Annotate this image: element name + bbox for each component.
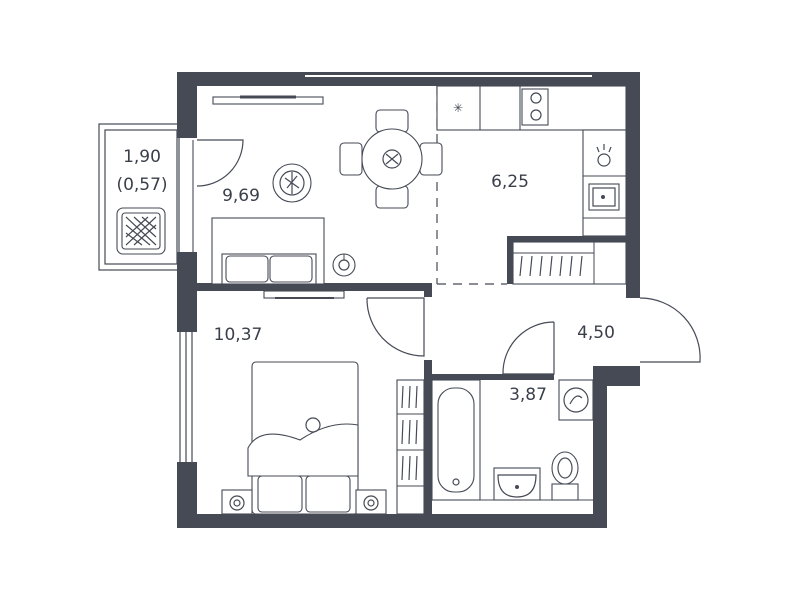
svg-text:✳: ✳ xyxy=(453,101,463,115)
stove-icon xyxy=(521,88,549,126)
plant-icon xyxy=(272,163,312,203)
nightstand-icon xyxy=(221,489,253,515)
toilet-icon xyxy=(551,451,579,501)
washbasin-icon xyxy=(493,467,541,501)
washing-machine-icon xyxy=(558,379,594,421)
bathroom-area: 3,87 xyxy=(509,385,547,405)
wardrobe-icon xyxy=(512,241,627,285)
bathroom: 3,87 xyxy=(431,379,594,501)
sofa-icon xyxy=(211,217,325,285)
balcony-area-sub: (0,57) xyxy=(116,175,167,195)
nightstand-icon xyxy=(355,489,387,515)
kitchen: ✳ 6,25 xyxy=(436,85,627,237)
bathtub-icon xyxy=(431,379,481,501)
armchair-icon xyxy=(116,207,166,255)
hallway: 4,50 xyxy=(366,297,701,375)
living-area: 9,69 xyxy=(222,186,260,206)
wardrobe-icon xyxy=(396,379,425,515)
dining-table-icon xyxy=(339,109,443,209)
bedroom: 10,37 xyxy=(214,290,425,515)
hallway-area: 4,50 xyxy=(577,323,615,343)
balcony-area: 1,90 xyxy=(123,147,161,167)
double-bed-icon xyxy=(247,361,359,515)
bedroom-area: 10,37 xyxy=(214,325,263,345)
tap-icon xyxy=(596,144,612,167)
kitchen-area: 6,25 xyxy=(491,172,529,192)
lamp-icon xyxy=(332,253,356,277)
walls xyxy=(177,72,640,528)
tv-icon xyxy=(263,290,345,299)
tv-icon xyxy=(212,95,324,105)
kitchen-sink-icon xyxy=(588,183,620,211)
living-room: 9,69 xyxy=(211,95,443,285)
balcony: 1,90 (0,57) xyxy=(98,123,244,271)
